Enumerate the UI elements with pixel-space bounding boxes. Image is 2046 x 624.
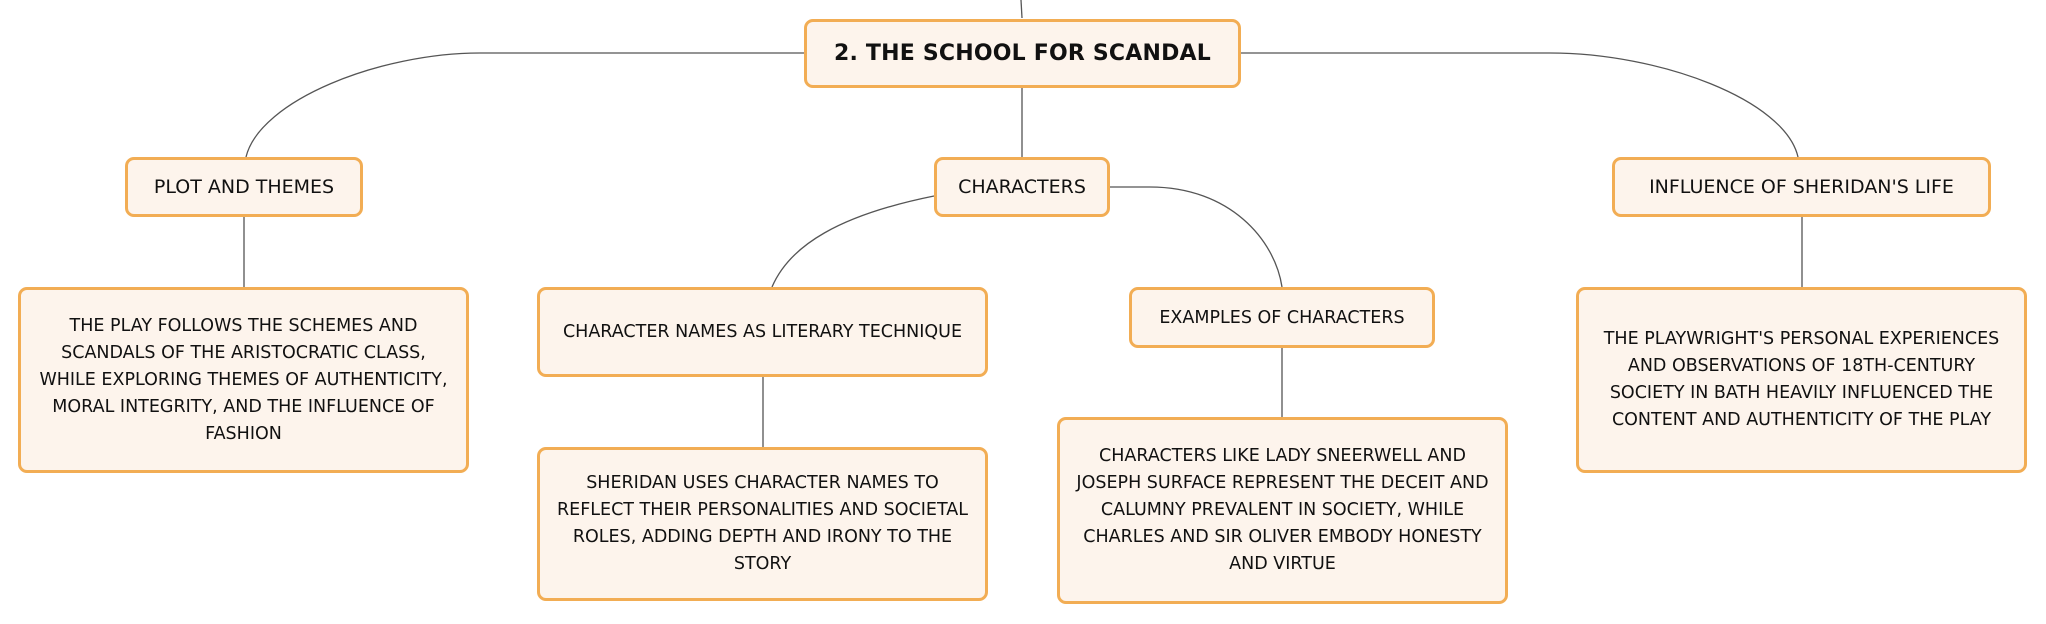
node-characters[interactable]: CHARACTERS (934, 157, 1110, 217)
root-node[interactable]: 2. THE SCHOOL FOR SCANDAL (804, 19, 1241, 88)
node-characters-label: CHARACTERS (958, 176, 1086, 198)
connector-root-to-plot (245, 52, 804, 158)
connector-characters-to-examples (1110, 186, 1283, 288)
node-character-names-label: CHARACTER NAMES AS LITERARY TECHNIQUE (562, 322, 963, 342)
node-character-names-detail[interactable]: SHERIDAN USES CHARACTER NAMES TO REFLECT… (537, 447, 988, 601)
node-plot-detail[interactable]: THE PLAY FOLLOWS THE SCHEMES AND SCANDAL… (18, 287, 469, 473)
node-examples-detail[interactable]: CHARACTERS LIKE LADY SNEERWELL AND JOSEP… (1057, 417, 1508, 604)
node-examples-detail-text: CHARACTERS LIKE LADY SNEERWELL AND JOSEP… (1076, 446, 1489, 574)
node-influence-of-sheridans-life[interactable]: INFLUENCE OF SHERIDAN'S LIFE (1612, 157, 1991, 217)
connector-characters-to-names (771, 195, 935, 288)
node-plot-and-themes-label: PLOT AND THEMES (153, 176, 335, 198)
node-examples-label: EXAMPLES OF CHARACTERS (1159, 307, 1405, 328)
node-plot-detail-text: THE PLAY FOLLOWS THE SCHEMES AND SCANDAL… (39, 315, 448, 444)
node-influence-detail[interactable]: THE PLAYWRIGHT'S PERSONAL EXPERIENCES AN… (1576, 287, 2027, 473)
root-node-label: 2. THE SCHOOL FOR SCANDAL (834, 41, 1211, 66)
node-character-names[interactable]: CHARACTER NAMES AS LITERARY TECHNIQUE (537, 287, 988, 377)
connector-root-to-influence (1240, 52, 1799, 158)
node-character-names-detail-text: SHERIDAN USES CHARACTER NAMES TO REFLECT… (556, 473, 969, 574)
node-influence-detail-text: THE PLAYWRIGHT'S PERSONAL EXPERIENCES AN… (1603, 329, 2000, 430)
node-examples-of-characters[interactable]: EXAMPLES OF CHARACTERS (1129, 287, 1435, 348)
connector-top-stub (1020, 0, 1023, 19)
node-influence-label: INFLUENCE OF SHERIDAN'S LIFE (1649, 176, 1954, 198)
node-plot-and-themes[interactable]: PLOT AND THEMES (125, 157, 363, 217)
